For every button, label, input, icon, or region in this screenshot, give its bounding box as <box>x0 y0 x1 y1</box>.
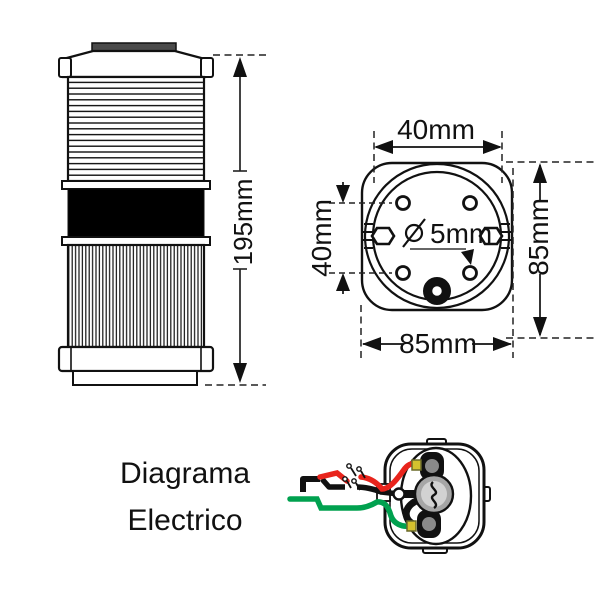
label-backing <box>523 200 551 274</box>
arrow-left-icon <box>374 140 393 154</box>
hole-diameter-callout: 5mm <box>402 218 492 265</box>
top-cap-slab <box>91 42 177 52</box>
left-slot-marks <box>363 223 373 249</box>
black-wire-segment <box>319 477 345 490</box>
red-wire-disconnect-icon <box>346 463 366 479</box>
title-line-2: Electrico <box>127 504 242 537</box>
left-height-dimension: 40mm <box>306 182 392 294</box>
lower-flange <box>61 236 211 246</box>
screw-hole-top-left <box>395 195 411 211</box>
wiring-diagram <box>287 438 491 554</box>
leader-arrow-icon <box>461 249 474 265</box>
diagram-title: Diagrama Electrico <box>120 457 250 537</box>
arrow-right-icon <box>483 140 502 154</box>
left-hex-nut <box>370 226 396 246</box>
right-hex-nut <box>478 226 504 246</box>
red-wire-into-base <box>358 461 419 492</box>
hole-diameter-label: 5mm <box>430 218 492 249</box>
base-step <box>72 370 198 386</box>
side-view-drawing <box>57 42 215 386</box>
arrow-up-icon <box>336 273 350 291</box>
bottom-dim-label: 85mm <box>399 328 477 359</box>
arrow-up-icon <box>233 57 247 77</box>
screw-slot-mark <box>430 481 438 509</box>
diameter-symbol-slash <box>402 218 426 248</box>
green-wire <box>287 496 412 529</box>
left-dim-label: 40mm <box>306 199 337 277</box>
ground-eyelet <box>392 487 406 501</box>
green-wire-connector <box>406 520 417 532</box>
diameter-symbol <box>404 223 424 243</box>
right-height-dimension: 85mm <box>506 161 598 358</box>
arrow-left-icon <box>362 337 381 351</box>
right-slot-marks <box>501 223 511 249</box>
arrow-down-icon <box>533 317 547 337</box>
arrow-up-icon <box>533 163 547 183</box>
screw-hole-top-right <box>462 195 478 211</box>
lower-lens-ribbed <box>66 243 206 349</box>
base-top-view: 5mm 40mm 40mm <box>306 114 598 359</box>
bottom-width-dimension: 85mm <box>360 305 512 359</box>
top-cap-left-tab <box>58 57 72 78</box>
right-dim-label: 85mm <box>523 198 554 276</box>
top-cap-body <box>61 49 207 79</box>
height-dimension: 195mm <box>205 54 266 386</box>
top-cap-right-tab <box>200 57 214 78</box>
height-dim-label: 195mm <box>228 179 258 266</box>
top-terminal-contact <box>425 459 439 473</box>
black-wire-end <box>300 476 320 492</box>
cable-entry-hole <box>430 284 444 298</box>
black-wire-disconnect-icon <box>342 476 361 491</box>
bottom-terminal-contact <box>422 517 436 531</box>
red-wire-connector <box>411 459 422 471</box>
arrow-down-icon <box>233 363 247 383</box>
upper-lens-ribbed <box>66 75 206 183</box>
upper-flange <box>61 180 211 190</box>
top-dim-label: 40mm <box>397 114 475 145</box>
base-collar <box>57 345 215 373</box>
black-band-section <box>67 188 205 238</box>
top-width-dimension: 40mm <box>373 114 503 183</box>
arrow-right-icon <box>493 337 512 351</box>
screw-hole-bottom-right <box>462 265 478 281</box>
title-line-1: Diagrama <box>120 457 250 490</box>
screw-hole-bottom-left <box>395 265 411 281</box>
arrow-down-icon <box>336 185 350 203</box>
